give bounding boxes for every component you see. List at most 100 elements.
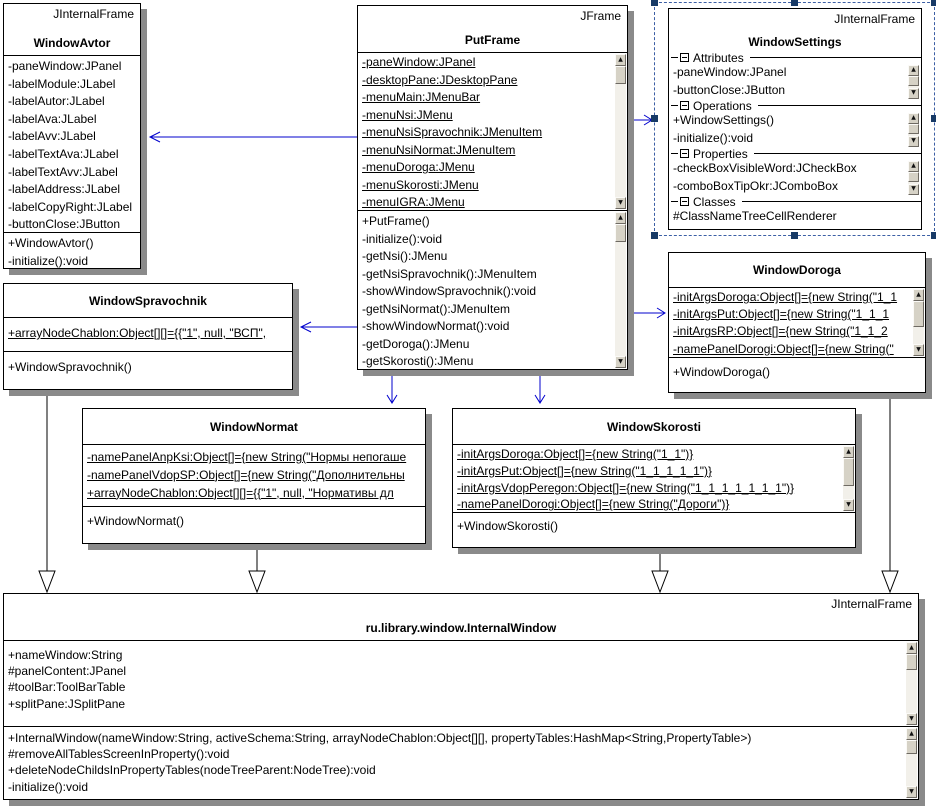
member-row[interactable]: -initialize():void (362, 231, 443, 246)
dependency-putframe-to-windowskorosti[interactable] (534, 371, 546, 404)
selection-handle[interactable] (651, 0, 658, 6)
scroll-down-icon[interactable]: ▼ (615, 197, 626, 209)
member-row[interactable]: #removeAllTablesScreenInProperty():void (8, 747, 230, 762)
member-row[interactable]: -labelAutor:JLabel (8, 94, 105, 109)
scrollbar[interactable]: ▲ ▼ (615, 54, 626, 209)
member-row[interactable]: -initArgsPut:Object[]={new String("1_1_1 (673, 307, 890, 322)
scroll-thumb[interactable] (906, 654, 917, 670)
member-row[interactable]: -labelCopyRight:JLabel (8, 199, 133, 214)
scrollbar-track[interactable] (913, 327, 924, 344)
member-row[interactable]: -menuIGRA:JMenu (362, 195, 465, 209)
member-row[interactable]: -getNsiSpravochnik():JMenuItem (362, 266, 537, 281)
scrollbar[interactable]: ▲ ▼ (906, 642, 917, 725)
member-row[interactable]: -initArgsVdopPeregon:Object[]={new Strin… (457, 480, 795, 495)
scrollbar-track[interactable] (906, 754, 917, 786)
member-row[interactable]: -getNsi():JMenu (362, 249, 448, 263)
class-windowspravochnik[interactable]: WindowSpravochnik +arrayNodeChablon:Obje… (3, 283, 293, 390)
member-row[interactable]: -getSkorosti():JMenu (362, 354, 474, 368)
member-row[interactable]: -namePanelVdopSP:Object[]={new String("Д… (87, 467, 405, 482)
member-row[interactable]: #toolBar:ToolBarTable (8, 680, 126, 695)
scroll-thumb[interactable] (615, 224, 626, 242)
scroll-thumb[interactable] (906, 740, 917, 754)
scroll-down-icon[interactable]: ▼ (908, 184, 919, 195)
scroll-up-icon[interactable]: ▲ (843, 446, 854, 458)
member-row[interactable]: -menuSkorosti:JMenu (362, 177, 479, 192)
dependency-putframe-to-windowdoroga[interactable] (630, 307, 666, 319)
member-row[interactable]: -buttonClose:JButton (673, 82, 786, 97)
member-row[interactable]: -labelModule:JLabel (8, 76, 116, 91)
member-row[interactable]: +WindowSkorosti() (457, 519, 559, 533)
member-row[interactable]: +PutFrame() (362, 214, 430, 228)
selection-handle[interactable] (790, 232, 798, 239)
member-row[interactable]: +arrayNodeChablon:Object[][]={{"1", null… (87, 485, 394, 500)
member-row[interactable]: -initialize():void (8, 253, 89, 268)
scroll-up-icon[interactable]: ▲ (908, 113, 919, 124)
scroll-thumb[interactable] (615, 66, 626, 84)
member-row[interactable]: +nameWindow:String (8, 648, 123, 662)
member-row[interactable]: +WindowNormat() (87, 514, 185, 528)
member-row[interactable]: -menuNsiSpravochnik:JMenuItem (362, 125, 543, 139)
member-row[interactable]: -initArgsRP:Object[]={new String("1_1_2 (673, 324, 888, 339)
collapse-icon[interactable] (680, 53, 689, 62)
member-row[interactable]: +WindowSpravochnik() (8, 360, 132, 374)
member-row[interactable]: -labelAvv:JLabel (8, 129, 96, 144)
member-row[interactable]: -paneWindow:JPanel (8, 59, 122, 73)
class-putframe[interactable]: JFrame PutFrame ▲ ▼ -paneWindow:JPanel-d… (357, 5, 628, 370)
class-name[interactable]: WindowSkorosti (607, 419, 701, 434)
selection-handle[interactable] (651, 232, 658, 239)
class-windownormat[interactable]: WindowNormat -namePanelAnpKsi:Object[]={… (82, 408, 426, 544)
member-row[interactable]: -buttonClose:JButton (8, 217, 121, 232)
member-row[interactable]: -labelAva:JLabel (8, 111, 97, 126)
member-row[interactable]: -paneWindow:JPanel (673, 65, 787, 79)
member-row[interactable]: +InternalWindow(nameWindow:String, activ… (8, 731, 752, 745)
scrollbar-track[interactable] (906, 670, 917, 713)
scroll-down-icon[interactable]: ▼ (843, 499, 854, 511)
scroll-up-icon[interactable]: ▲ (908, 65, 919, 76)
scroll-up-icon[interactable]: ▲ (906, 728, 917, 740)
scroll-down-icon[interactable]: ▼ (615, 356, 626, 368)
class-windowsettings[interactable]: JInternalFrame WindowSettings Attributes… (668, 8, 922, 230)
scroll-down-icon[interactable]: ▼ (906, 786, 917, 798)
class-name[interactable]: WindowDoroga (753, 263, 841, 277)
scrollbar[interactable]: ▲ ▼ (908, 113, 919, 147)
member-row[interactable]: -showWindowNormat():void (362, 319, 510, 333)
scroll-up-icon[interactable]: ▲ (615, 54, 626, 66)
dependency-putframe-to-windowavtor[interactable] (148, 131, 357, 143)
class-name[interactable]: ru.library.window.InternalWindow (365, 621, 557, 635)
member-row[interactable]: -menuNsiNormat:JMenuItem (362, 142, 516, 157)
member-row[interactable]: -labelTextAvv:JLabel (8, 164, 118, 179)
class-name[interactable]: WindowNormat (210, 419, 298, 434)
member-row[interactable]: +splitPane:JSplitPane (8, 696, 126, 711)
member-row[interactable]: -desktopPane:JDesktopPane (362, 72, 518, 87)
collapse-icon[interactable] (680, 197, 689, 206)
scrollbar-track[interactable] (615, 84, 626, 197)
member-row[interactable]: -initArgsDoroga:Object[]={new String("1_… (457, 447, 694, 461)
scroll-thumb[interactable] (908, 124, 919, 134)
member-row[interactable]: -initArgsDoroga:Object[]={new String("1_… (673, 290, 898, 304)
scroll-thumb[interactable] (908, 172, 919, 182)
member-row[interactable]: -labelAddress:JLabel (8, 182, 121, 197)
collapse-icon[interactable] (680, 149, 689, 158)
inheritance-windownormat-to-internalwindow[interactable] (248, 545, 266, 594)
class-name[interactable]: PutFrame (464, 33, 521, 47)
member-row[interactable]: +WindowSettings() (673, 113, 775, 127)
scrollbar[interactable]: ▲ ▼ (615, 212, 626, 368)
scroll-down-icon[interactable]: ▼ (913, 344, 924, 356)
inheritance-windowspravochnik-to-internalwindow[interactable] (38, 391, 56, 594)
scroll-up-icon[interactable]: ▲ (615, 212, 626, 224)
member-row[interactable]: -getNsiNormat():JMenuItem (362, 301, 511, 316)
member-row[interactable]: -namePanelDorogi:Object[]={new String(" (673, 341, 894, 356)
member-row[interactable]: -labelTextAva:JLabel (8, 146, 119, 161)
member-row[interactable]: +WindowDoroga() (673, 365, 771, 379)
inheritance-windowdoroga-to-internalwindow[interactable] (881, 394, 899, 594)
scroll-up-icon[interactable]: ▲ (906, 642, 917, 654)
member-row[interactable]: +arrayNodeChablon:Object[][]={{"1", null… (8, 326, 267, 340)
scrollbar-track[interactable] (615, 242, 626, 356)
member-row[interactable]: -paneWindow:JPanel (362, 55, 476, 69)
dependency-putframe-to-windownormat[interactable] (386, 371, 398, 404)
member-row[interactable]: -comboBoxTipOkr:JComboBox (673, 178, 838, 193)
dependency-putframe-to-windowspravochnik[interactable] (299, 321, 357, 333)
scroll-thumb[interactable] (913, 301, 924, 327)
member-row[interactable]: -namePanelAnpKsi:Object[]={new String("Н… (87, 450, 407, 464)
